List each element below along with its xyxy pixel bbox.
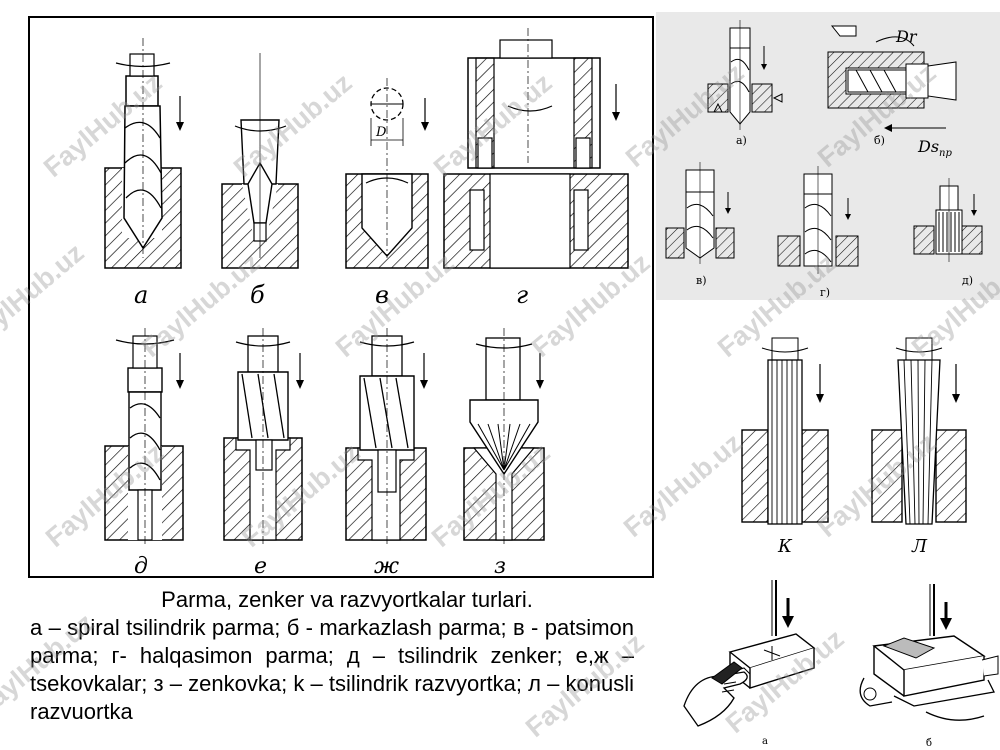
hand-label-a: а: [762, 736, 768, 747]
scheme-a: [707, 20, 783, 130]
label-a: а: [134, 281, 148, 309]
tool-cylindrical-zenker: [104, 328, 184, 546]
tool-spade-drill: [345, 78, 429, 269]
scheme-v: [665, 162, 735, 264]
machine-vise: [859, 584, 999, 721]
reamer-label-k: К: [777, 536, 793, 557]
label-e: е: [254, 554, 267, 576]
reamer-cylindrical: [741, 337, 829, 525]
label-v: в: [375, 281, 389, 309]
scheme-label-a: а): [736, 134, 747, 147]
main-drill-figure: а б D в: [28, 16, 654, 578]
tool-spiral-drill: [104, 38, 184, 269]
scheme-label-v: в): [696, 274, 706, 287]
reamer-conical: [871, 337, 967, 525]
caption-title: Parma, zenker va razvyortkalar turlari.: [161, 587, 533, 612]
reamer-label-l: Л: [911, 536, 928, 557]
label-b: б: [250, 281, 265, 309]
tool-counterbore-zh: [345, 328, 428, 546]
scheme-b: [827, 25, 957, 132]
hand-held-part: [683, 580, 816, 727]
dimension-d: D: [375, 125, 387, 140]
label-z: з: [494, 554, 506, 576]
figure-caption: Parma, zenker va razvyortkalar turlari. …: [30, 586, 634, 726]
scheme-g: [777, 166, 859, 274]
scheme-label-b: б): [874, 134, 885, 147]
label-g: г: [516, 281, 528, 309]
workholding-figure: а б: [664, 576, 1000, 750]
scheme-dr-label: Dr: [895, 27, 918, 46]
label-zh: ж: [374, 554, 399, 576]
tool-center-drill: [221, 53, 299, 269]
caption-body: а – spiral tsilindrik parma; б - markazl…: [30, 615, 634, 724]
tool-ring-drill: [443, 28, 629, 269]
scheme-label-d: д): [962, 274, 973, 287]
scheme-ds-label: Dsпр: [917, 137, 952, 159]
tool-counterbore-e: [223, 328, 304, 546]
reamers-figure: К Л: [700, 320, 1000, 560]
label-d: д: [134, 554, 148, 576]
drilling-schemes-figure: а) Dr Dsпр б) в): [656, 12, 1000, 300]
scheme-label-g: г): [820, 286, 830, 299]
scheme-d: [913, 178, 983, 262]
tool-countersink: [463, 328, 545, 546]
vise-label-b: б: [926, 738, 932, 749]
